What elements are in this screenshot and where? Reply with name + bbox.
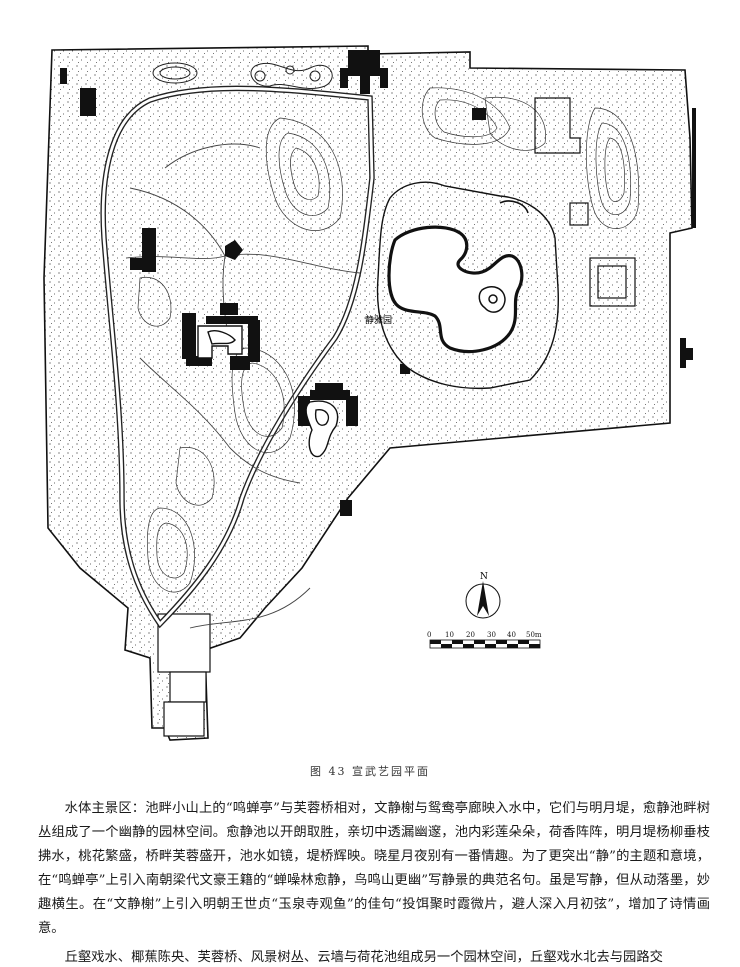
scale-tick-10: 10 bbox=[445, 631, 454, 639]
north-arrow-label: N bbox=[480, 572, 488, 582]
scale-tick-50m: 50m bbox=[526, 631, 542, 639]
scale-tick-30: 30 bbox=[487, 631, 496, 639]
body-paragraph-2: 丘壑戏水、椰蕉陈央、芙蓉桥、风景树丛、云墙与荷花池组成另一个园林空间，丘壑戏水北… bbox=[64, 950, 663, 965]
scale-bar: 0 10 20 30 40 50m bbox=[427, 631, 542, 649]
scale-tick-20: 20 bbox=[466, 631, 475, 639]
site-boundary bbox=[43, 45, 693, 741]
scale-tick-0: 0 bbox=[427, 631, 431, 639]
body-paragraph-1: 水体主景区：池畔小山上的“鸣蝉亭”与芙蓉桥相对，文静榭与鸳鸯亭廊映入水中，它们与… bbox=[38, 801, 710, 936]
scale-tick-40: 40 bbox=[507, 631, 516, 639]
garden-plan-figure: 静雅园 N 0 10 20 30 40 50m bbox=[30, 28, 710, 748]
buildings bbox=[60, 50, 696, 516]
east-courtyards bbox=[534, 97, 636, 307]
garden-label: 静雅园 bbox=[365, 314, 392, 326]
south-entrance-blocks bbox=[157, 613, 211, 737]
west-pavilion-pond bbox=[197, 325, 339, 458]
figure-caption: 图 43 宣武艺园平面 bbox=[310, 765, 430, 778]
north-ponds bbox=[152, 62, 333, 90]
north-arrow: N bbox=[465, 572, 501, 619]
jingya-ponds bbox=[387, 225, 524, 354]
